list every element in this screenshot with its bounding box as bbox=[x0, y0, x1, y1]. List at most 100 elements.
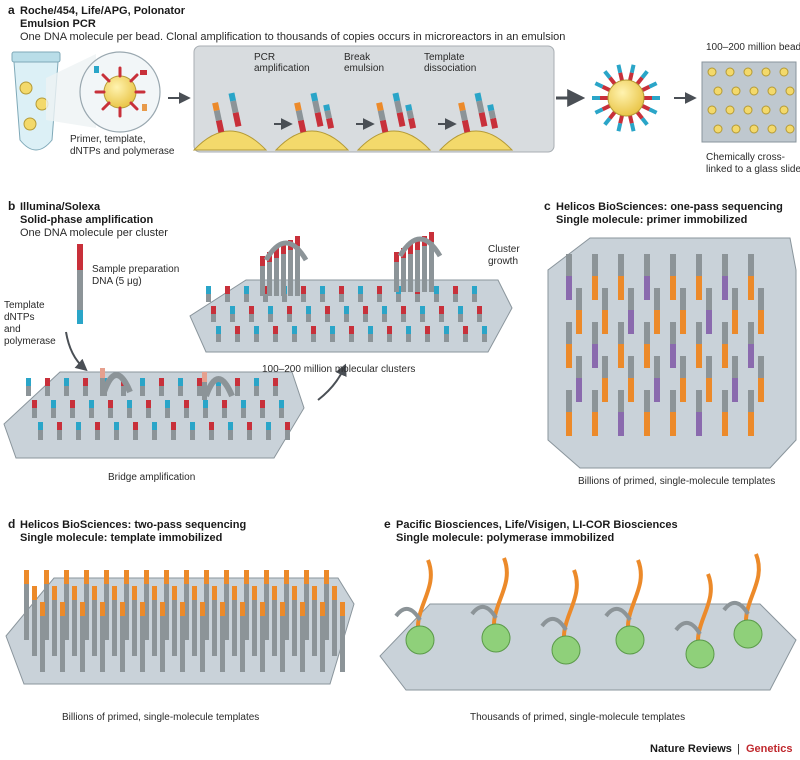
dna-strand-segment bbox=[287, 314, 292, 322]
dna-strand-segment bbox=[732, 310, 738, 334]
primer-strand bbox=[540, 617, 568, 632]
bead-strands bbox=[376, 92, 417, 133]
dna-strand-segment bbox=[260, 266, 265, 296]
dna-strand-segment bbox=[670, 254, 676, 276]
dna-strand-segment bbox=[235, 334, 240, 342]
dna-strand-segment bbox=[295, 246, 300, 296]
dna-strand-segment bbox=[628, 288, 634, 310]
slide-bead bbox=[743, 67, 753, 77]
dna-strand-segment bbox=[332, 600, 337, 656]
dna-strand-segment bbox=[216, 386, 221, 396]
slide-bead bbox=[731, 86, 741, 96]
dna-strand-segment bbox=[292, 334, 297, 342]
dna-strand-segment bbox=[247, 422, 252, 430]
dna-strand-segment bbox=[330, 326, 335, 334]
dna-strand-segment bbox=[304, 584, 309, 640]
dna-strand-segment bbox=[232, 586, 237, 600]
dna-strand-segment bbox=[722, 276, 728, 300]
dna-strand-segment bbox=[722, 322, 728, 344]
dna-strand-segment bbox=[487, 104, 495, 112]
dna-strand-segment bbox=[566, 412, 572, 436]
dna-strand-segment bbox=[232, 112, 242, 127]
dna-strand-segment bbox=[377, 109, 386, 121]
dna-strand-segment bbox=[284, 584, 289, 640]
dna-strand-segment bbox=[325, 306, 330, 314]
dna-strand-segment bbox=[64, 584, 69, 640]
dna-strand-segment bbox=[215, 119, 225, 133]
panel-e-title-method: Single molecule: polymerase immobilized bbox=[396, 532, 614, 544]
dna-strand-segment bbox=[60, 602, 65, 616]
panel-e-title-platforms: Pacific Biosciences, Life/Visigen, LI-CO… bbox=[396, 519, 678, 531]
dna-strand-segment bbox=[576, 288, 582, 310]
dna-strand-segment bbox=[235, 378, 240, 386]
slide-bead bbox=[725, 105, 735, 115]
dna-strand-segment bbox=[696, 390, 702, 412]
dna-strand-segment bbox=[444, 326, 449, 334]
dna-strand-segment bbox=[482, 334, 487, 342]
dna-strand-segment bbox=[260, 400, 265, 408]
dna-strand-segment bbox=[320, 616, 325, 672]
dna-strand-segment bbox=[644, 276, 650, 300]
dna-strand-segment bbox=[349, 326, 354, 334]
dna-strand-segment bbox=[285, 422, 290, 430]
dna-strand-segment bbox=[292, 586, 297, 600]
dna-strand-segment bbox=[732, 356, 738, 378]
dna-strand-segment bbox=[396, 112, 406, 127]
dna-strand-segment bbox=[140, 602, 145, 616]
dna-strand-segment bbox=[292, 326, 297, 334]
dna-strand-segment bbox=[401, 314, 406, 322]
primer-strand bbox=[674, 621, 702, 636]
dna-strand-segment bbox=[190, 430, 195, 440]
dna-strand-segment bbox=[222, 400, 227, 408]
dna-strand-segment bbox=[70, 400, 75, 408]
dna-strand-segment bbox=[472, 294, 477, 302]
cluster-flowcell-plate bbox=[189, 279, 513, 353]
dna-strand-segment bbox=[273, 334, 278, 342]
dna-strand-segment bbox=[225, 294, 230, 302]
dna-strand-segment bbox=[722, 344, 728, 368]
slide-bead bbox=[761, 105, 771, 115]
dna-strand-segment bbox=[297, 119, 307, 133]
dna-strand-segment bbox=[644, 254, 650, 276]
panel-d-title-platform: Helicos BioSciences: two-pass sequencing bbox=[20, 519, 246, 531]
dna-strand-segment bbox=[121, 386, 126, 396]
dna-strand-segment bbox=[72, 586, 77, 600]
dna-strand-segment bbox=[228, 430, 233, 440]
dna-strand-segment bbox=[70, 408, 75, 418]
dna-strand-segment bbox=[405, 104, 413, 112]
dna-strand-segment bbox=[566, 344, 572, 368]
dna-strand-segment bbox=[758, 378, 764, 402]
dna-strand-segment bbox=[241, 400, 246, 408]
dna-strand-segment bbox=[478, 112, 488, 127]
dna-strand-segment bbox=[654, 378, 660, 402]
dna-strand-segment bbox=[165, 400, 170, 408]
dna-strand-segment bbox=[320, 294, 325, 302]
dna-strand-segment bbox=[260, 616, 265, 672]
dna-strand-segment bbox=[439, 306, 444, 314]
slide-bead bbox=[707, 67, 717, 77]
dna-strand-segment bbox=[180, 616, 185, 672]
bead-in-droplet bbox=[79, 51, 161, 133]
cluster-strands bbox=[206, 232, 487, 342]
dna-strand-segment bbox=[592, 276, 598, 300]
dna-strand-segment bbox=[566, 276, 572, 300]
dna-strand-segment bbox=[220, 602, 225, 616]
dna-strand-segment bbox=[311, 326, 316, 334]
dna-strand-segment bbox=[203, 408, 208, 418]
glass-slide bbox=[701, 61, 797, 143]
dna-strand-segment bbox=[159, 386, 164, 396]
dna-strand-segment bbox=[644, 390, 650, 412]
dna-strand-segment bbox=[104, 570, 109, 584]
dna-strand-segment bbox=[618, 322, 624, 344]
dna-strand-segment bbox=[230, 100, 239, 114]
dna-strand-segment bbox=[576, 378, 582, 402]
slide-bead bbox=[785, 124, 795, 134]
dna-strand-segment bbox=[279, 408, 284, 418]
dna-strand-segment bbox=[165, 408, 170, 418]
tube-caption-line1: Primer, template, bbox=[70, 134, 146, 145]
dna-strand-segment bbox=[670, 322, 676, 344]
dna-strand-segment bbox=[249, 314, 254, 322]
dna-strand-segment bbox=[209, 430, 214, 440]
dna-strand-segment bbox=[349, 334, 354, 342]
dna-strand-segment bbox=[696, 344, 702, 368]
